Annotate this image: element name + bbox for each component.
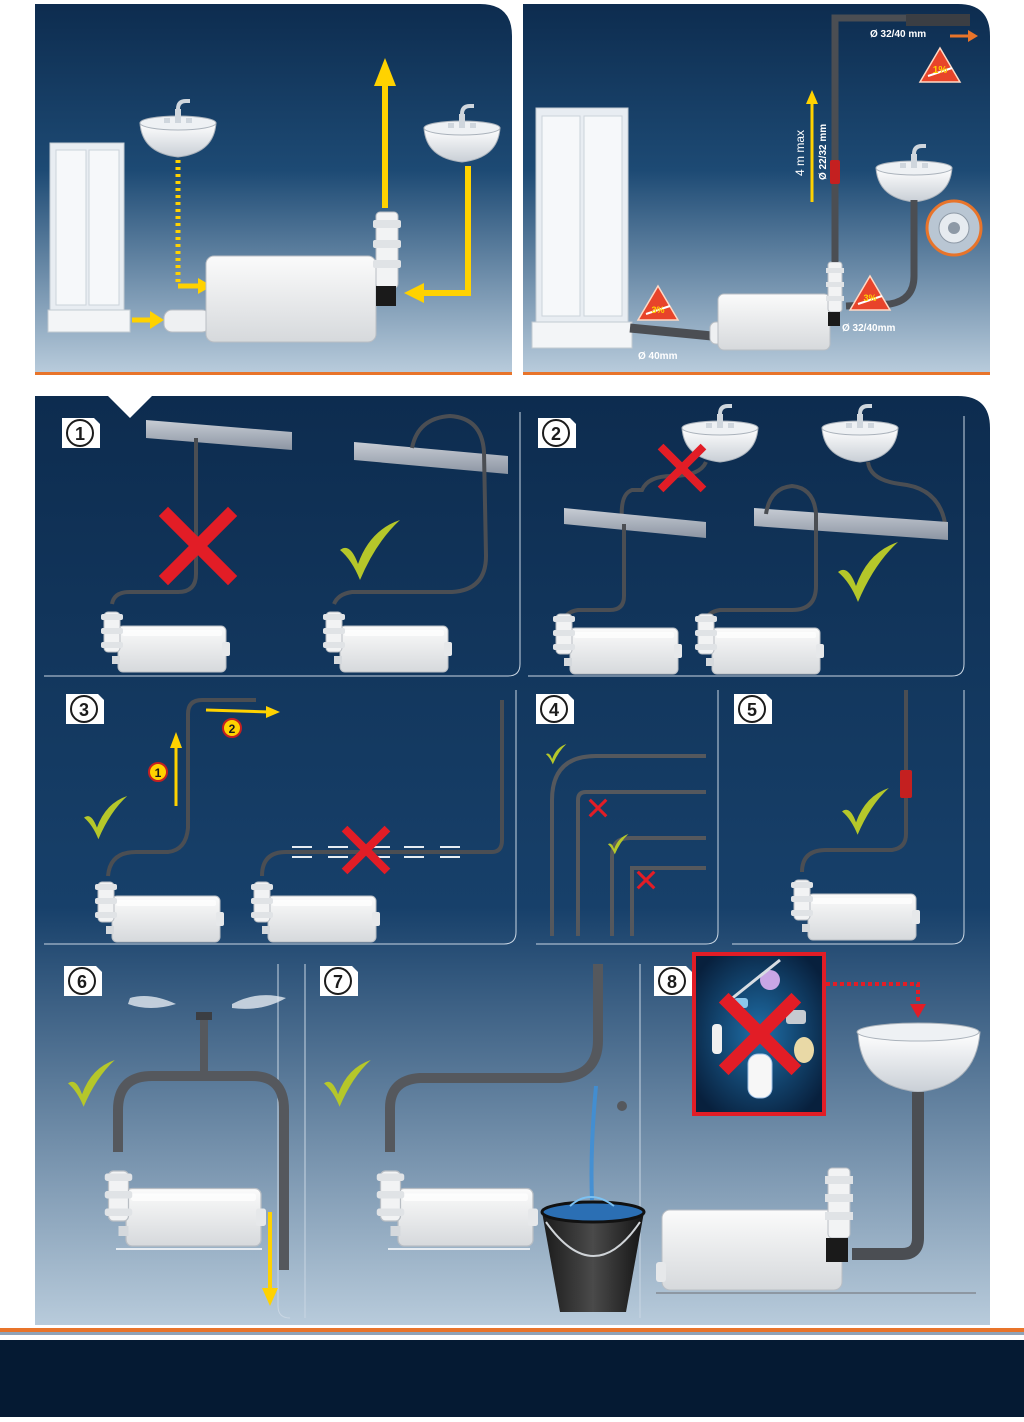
bucket-illustration <box>540 1196 646 1312</box>
slope-sink-label: 3% <box>863 293 876 303</box>
slope-shower-label: 3% <box>651 305 664 315</box>
step-number-badge: 7 <box>320 966 358 996</box>
vertical-diameter-label: Ø 22/32 mm <box>818 124 829 180</box>
step-number-badge: 6 <box>64 966 102 996</box>
medium-bend-pipe <box>610 836 706 936</box>
step-7: 7 <box>320 964 646 1312</box>
step-number-badge: 2 <box>538 418 576 448</box>
order-badge <box>222 718 242 738</box>
vent-air-icon <box>232 995 286 1009</box>
step-6: 6 <box>64 966 289 1306</box>
step-number-badge: 4 <box>536 694 574 724</box>
step-number-badge: 1 <box>62 418 100 448</box>
check-valve <box>830 160 840 184</box>
sink-illustration <box>856 1022 981 1093</box>
arrow-up-icon <box>806 90 818 104</box>
slope-top-label: 1% <box>933 65 948 76</box>
shower-drain-pipe <box>629 323 713 341</box>
svg-text:2: 2 <box>551 424 561 444</box>
svg-text:2: 2 <box>229 722 236 736</box>
svg-text:8: 8 <box>667 972 677 992</box>
step-number-badge: 8 <box>654 966 692 996</box>
tampon-icon <box>712 1024 722 1054</box>
shower-pipe-diameter-label: Ø 40mm <box>638 351 678 362</box>
condom-icon <box>794 1037 814 1063</box>
pipe-over-beam <box>332 413 489 605</box>
razor-blade-icon <box>786 1010 806 1024</box>
discharge-pipe <box>113 1071 289 1270</box>
vent-pipe <box>200 1016 208 1076</box>
step-4: 4 <box>536 694 706 936</box>
cotton-swab-icon <box>729 958 781 1002</box>
overview-panel-left <box>35 4 512 375</box>
sink-drain-pipe <box>852 1092 924 1260</box>
arrow-up-icon <box>374 58 396 86</box>
cotton-pad-icon <box>760 970 780 990</box>
svg-text:3: 3 <box>79 700 89 720</box>
svg-text:1: 1 <box>155 766 162 780</box>
inlet-hose <box>163 309 211 333</box>
step-8: 8 <box>654 952 981 1294</box>
sink-flow-arrow <box>420 166 471 296</box>
wide-bend-pipe <box>550 754 706 936</box>
arrow-right-icon <box>968 30 978 42</box>
vent-air-icon <box>128 996 176 1008</box>
shower-cabin-illustration <box>47 142 131 333</box>
step-1: 1 <box>62 413 508 673</box>
step-number-badge: 5 <box>734 694 772 724</box>
order-badge <box>148 762 168 782</box>
arrow-left-icon <box>404 283 424 303</box>
instructions-panel: 1 2 <box>35 396 990 1325</box>
shower-cabin-illustration <box>531 107 633 349</box>
pipe-through-beam <box>110 438 198 605</box>
svg-text:1: 1 <box>75 424 85 444</box>
ceiling-beam <box>146 420 292 450</box>
discharge-pipe <box>385 964 603 1152</box>
outlet-diameter-label: Ø 32/40 mm <box>870 29 926 40</box>
sanitary-pad-icon <box>747 1053 773 1099</box>
ceiling-beam <box>564 508 706 538</box>
step-3: 3 1 2 <box>66 694 504 943</box>
water-flow <box>589 1085 598 1201</box>
sink-drain-pipe <box>845 200 918 310</box>
ceiling-beam <box>754 508 948 540</box>
ceiling-beam <box>354 442 508 474</box>
step-5: 5 <box>734 690 921 941</box>
right-angle-pipe <box>630 866 706 936</box>
pump-unit-illustration <box>656 1167 853 1291</box>
arrow-down-icon <box>910 1004 926 1018</box>
step-number-badge: 3 <box>66 694 104 724</box>
max-height-label: 4 m max <box>793 130 807 176</box>
footer-band <box>0 1328 1024 1417</box>
arrow-right-icon <box>198 278 212 294</box>
check-valve <box>900 770 912 798</box>
svg-text:6: 6 <box>77 972 87 992</box>
step-2: 2 <box>538 404 948 675</box>
sharp-bend-pipe <box>576 790 706 936</box>
forbidden-items-inset <box>692 952 826 1116</box>
arrow-right-icon <box>205 708 271 714</box>
arrow-right-icon <box>150 311 164 329</box>
svg-text:4: 4 <box>549 700 559 720</box>
pump-unit-illustration <box>205 211 401 343</box>
floor-line <box>656 1292 976 1294</box>
svg-text:5: 5 <box>747 700 757 720</box>
svg-text:7: 7 <box>333 972 343 992</box>
dotted-arrow <box>826 982 920 1004</box>
sink-pipe-diameter-label: Ø 32/40mm <box>842 323 895 334</box>
overview-panel-right: 3% Ø 40mm Ø 32/40 mm 1% 4 m max Ø 22/32 … <box>523 4 990 375</box>
